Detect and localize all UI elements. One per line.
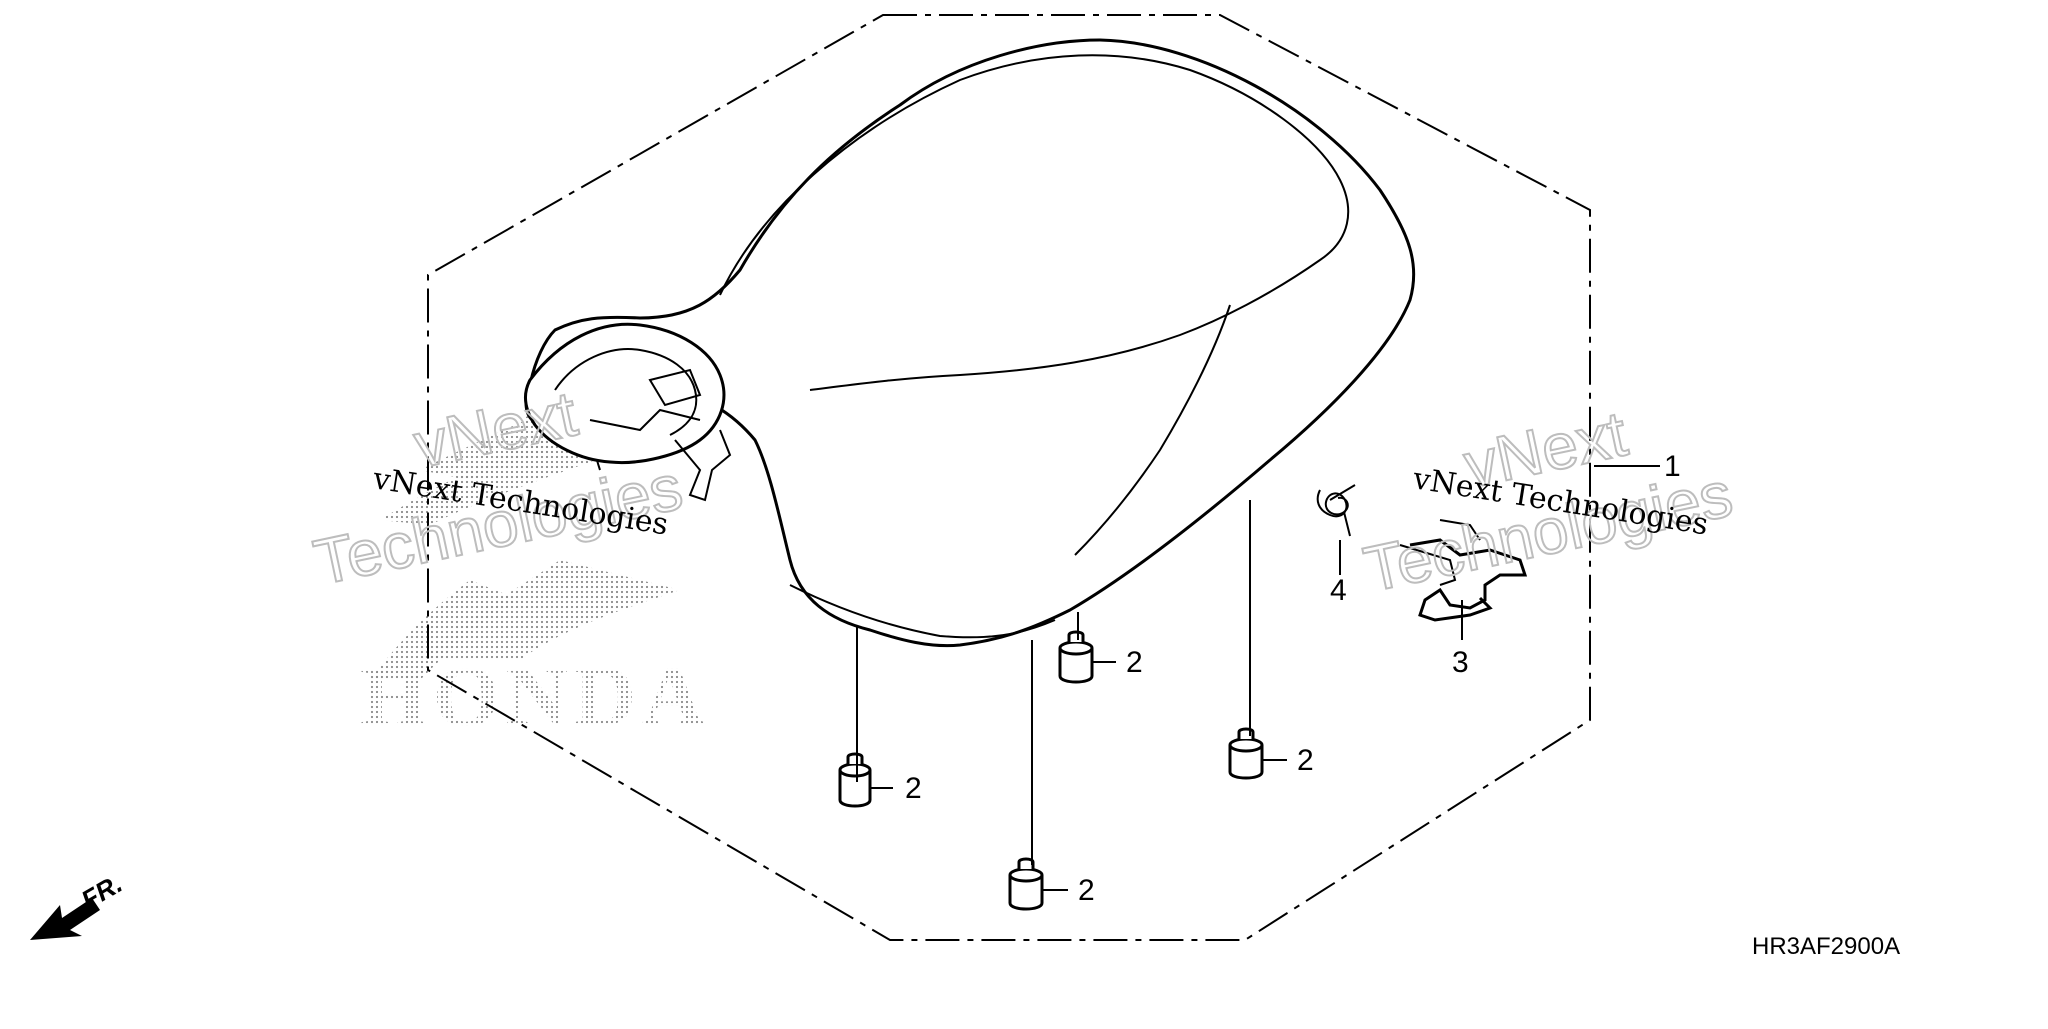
arrow-down-left-icon [30, 898, 100, 940]
assembly-boundary [427, 14, 1591, 941]
leader-lines [856, 465, 1660, 891]
seat-lock-hook [1399, 519, 1528, 622]
grommet [1228, 727, 1264, 780]
callout-2: 2 [1297, 744, 1314, 777]
callout-2: 2 [905, 772, 922, 805]
grommet [838, 752, 872, 808]
callout-3: 3 [1452, 646, 1469, 679]
seat-assembly [523, 38, 1416, 648]
callout-2: 2 [1078, 874, 1095, 907]
grommet [1008, 857, 1044, 911]
diagram-code: HR3AF2900A [1752, 933, 1900, 960]
spring [1316, 484, 1356, 537]
callout-1: 1 [1664, 450, 1681, 483]
front-direction-indicator: FR. [30, 868, 127, 940]
honda-logo-text: HONDA [360, 648, 710, 744]
callout-4: 4 [1330, 574, 1347, 607]
callout-2: 2 [1126, 646, 1143, 679]
grommet [1058, 630, 1094, 684]
